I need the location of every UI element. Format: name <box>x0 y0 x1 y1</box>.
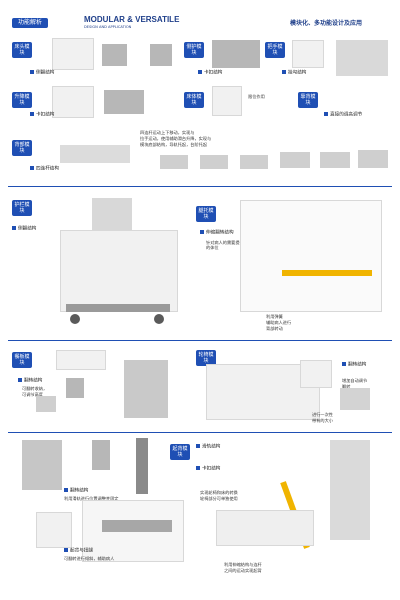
wheel-left <box>70 314 80 324</box>
tag-head-module: 床头模块 <box>12 42 32 58</box>
wheel-right <box>154 314 164 324</box>
handle-image <box>292 40 324 68</box>
linkage-step-5 <box>320 152 350 168</box>
header-subtitle-en: DESIGN AND APPLICATION <box>84 25 132 29</box>
caption-14: 卡扣结构 <box>196 466 220 473</box>
linkage-step-6 <box>358 150 388 168</box>
caption-7: 侧翻结构 <box>12 226 36 233</box>
wheelchair-seat <box>102 520 172 532</box>
note-5: 针对病人的需要提供相对应的体位 <box>206 240 257 251</box>
lift-panel-back-image <box>104 90 144 114</box>
head-panel-image <box>52 38 94 70</box>
tag-tray-module: 餐板模块 <box>12 352 32 368</box>
rail-column-image <box>136 438 148 494</box>
tag-wheelchair-module: 轮椅模块 <box>196 350 216 366</box>
note-12: 翻转 <box>342 384 351 389</box>
side-panel-image <box>212 40 260 68</box>
note-2: 四连杆运动上下移动，实现与 <box>140 130 195 135</box>
note-7: 辅助病人进行 <box>266 320 292 325</box>
small-bed-image <box>36 512 72 548</box>
tag-side-module: 侧护模块 <box>184 42 204 58</box>
tray-fan-image <box>124 360 168 418</box>
caption-3: 挂勾结构 <box>282 70 306 77</box>
caption-4: 卡扣结构 <box>30 112 54 119</box>
caption-2: 卡扣结构 <box>198 70 222 77</box>
head-panel-side-image <box>150 44 172 66</box>
tray-small-image <box>36 396 56 412</box>
bed-base <box>66 304 170 312</box>
note-16: 可翻转进行倾斜，辅助病人 <box>64 556 115 561</box>
linkage-step-3 <box>240 155 268 169</box>
caption-9: 翻转结构 <box>18 378 42 385</box>
separator-3 <box>8 432 392 434</box>
note-15: 利用滑轨进行位置调整并固定 <box>64 496 119 501</box>
caption-8: 伸缩翻转结构 <box>200 230 234 237</box>
head-panel-back-image <box>102 44 127 66</box>
note-20: 之间的运动实现起背 <box>224 568 262 573</box>
separator-2 <box>8 340 392 342</box>
leg-yellow-frame <box>282 270 372 276</box>
bed-panel-image <box>336 40 388 76</box>
bed-front-image <box>60 230 178 312</box>
separator-1 <box>8 186 392 188</box>
caption-6: 四连杆结构 <box>30 166 59 173</box>
tag-backrest-module: 起背模块 <box>170 444 190 460</box>
tray-part-image <box>66 378 84 398</box>
lift-panel-image <box>52 86 94 118</box>
note-19: 利用伸缩结构与连杆 <box>224 562 262 567</box>
tag-back-module: 靠背模块 <box>298 92 318 108</box>
header-title-cn: 模块化、多功能设计及应用 <box>290 20 363 27</box>
note-13: 进行一次性 <box>312 412 333 417</box>
note-4: 模块底部结构，导轨托起，台阶托起 <box>140 142 208 147</box>
bed-side-image <box>300 360 332 388</box>
header-badge: 功能解析 <box>12 18 48 28</box>
tray-image <box>56 350 106 370</box>
detail-image <box>340 388 370 410</box>
note-8: 背部转动 <box>266 326 283 331</box>
note-6: 利用弹簧 <box>266 314 283 319</box>
note-18: 轮椅部分可单独使用 <box>200 496 238 501</box>
note-9: 可翻转收纳， <box>22 386 48 391</box>
tag-guardrail-module: 护栏模块 <box>12 200 32 216</box>
tag-back2-module: 背部模块 <box>12 140 32 156</box>
tag-lift-module: 升降模块 <box>12 92 32 108</box>
caption-5: 直接的调高调节 <box>324 112 362 119</box>
linkage-diagram <box>60 145 130 163</box>
note-17: 实现轮椅和床的转换 <box>200 490 238 495</box>
guardrail-fan-image <box>92 198 132 230</box>
bed-module-image <box>212 86 242 116</box>
caption-11: 翻转结构 <box>64 488 88 495</box>
tag-bed-module: 床体模块 <box>184 92 204 108</box>
note-10: 可调节高度 <box>22 392 43 397</box>
backrest-bed-image <box>216 510 314 546</box>
linkage-step-4 <box>280 152 310 168</box>
backrest-pump-image <box>330 440 370 540</box>
caption-12: 起背与扭腿 <box>64 548 93 555</box>
leg-rest-image <box>240 200 382 312</box>
caption-13: 滑轨结构 <box>196 444 220 451</box>
caption-1: 侧翻结构 <box>30 70 54 77</box>
linkage-step-1 <box>160 155 188 169</box>
note-1: 限位作用 <box>248 94 265 99</box>
note-3: 拉手运动，使用辅助滑台升降，实现与 <box>140 136 212 141</box>
tag-handle-module: 把手模块 <box>265 42 285 58</box>
tag-leg-module: 腿托模块 <box>196 206 216 222</box>
note-14: 带有的大小 <box>312 418 333 423</box>
rail-track-image <box>22 440 62 490</box>
rail-part-image <box>92 440 110 470</box>
linkage-step-2 <box>200 155 228 169</box>
header-title-en: MODULAR & VERSATILE <box>84 15 180 24</box>
note-11: 增加自动调节 <box>342 378 368 383</box>
caption-10: 翻转结构 <box>342 362 366 369</box>
